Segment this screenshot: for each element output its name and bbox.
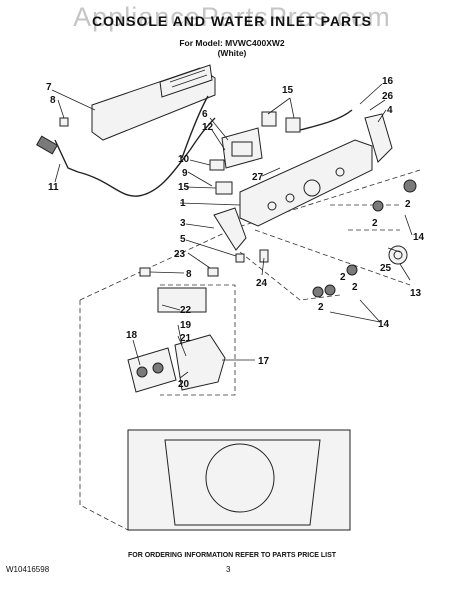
control-board: [221, 127, 263, 169]
washer-top: [127, 429, 351, 531]
callout-16: 16: [382, 76, 394, 87]
callout-17: 17: [258, 356, 270, 367]
callout-27: 27: [252, 172, 264, 183]
color-line: (White): [217, 48, 247, 58]
callout-15: 15: [282, 85, 294, 96]
callout-14: 14: [413, 232, 425, 243]
page-title: CONSOLE AND WATER INLET PARTS: [92, 13, 372, 29]
callout-14: 14: [378, 319, 390, 330]
callout-2: 2: [372, 218, 378, 229]
console-end-cap: [213, 207, 247, 251]
knobs: [312, 179, 417, 298]
callout-3: 3: [180, 218, 186, 229]
callout-25: 25: [380, 263, 392, 274]
watermark-text: AppliancePartsPros.com: [73, 2, 391, 32]
leader-lines: [51, 83, 413, 379]
page-number: 3: [226, 565, 231, 574]
callout-6: 6: [202, 109, 208, 120]
callout-19: 19: [180, 320, 192, 331]
callout-26: 26: [382, 91, 394, 102]
callout-2: 2: [352, 282, 358, 293]
callout-7: 7: [46, 82, 52, 93]
timer-knob: [388, 245, 408, 265]
callout-21: 21: [180, 333, 192, 344]
callout-11: 11: [48, 182, 59, 193]
callout-18: 18: [126, 330, 138, 341]
callout-20: 20: [178, 379, 190, 390]
callout-1: 1: [180, 198, 186, 209]
console-panel: [239, 139, 373, 227]
callout-10: 10: [178, 154, 190, 165]
callout-5: 5: [180, 234, 186, 245]
callout-12: 12: [202, 122, 214, 133]
callout-22: 22: [180, 305, 192, 316]
callout-2: 2: [318, 302, 324, 313]
callout-13: 13: [410, 288, 422, 299]
callout-24: 24: [256, 278, 268, 289]
document-number: W10416598: [6, 565, 50, 574]
water-inlet-valve: [127, 287, 226, 393]
console-back-panel: [91, 64, 216, 141]
callout-9: 9: [182, 168, 188, 179]
callout-8: 8: [186, 269, 192, 280]
callout-8: 8: [50, 95, 56, 106]
callout-15: 15: [178, 182, 190, 193]
switch-upper: [261, 111, 301, 133]
callout-23: 23: [174, 249, 186, 260]
callout-2: 2: [405, 199, 411, 210]
power-cord: [36, 95, 216, 197]
callout-2: 2: [340, 272, 346, 283]
model-line: For Model: MVWC400XW2: [179, 38, 285, 48]
callout-labels: 7 8 11 6 12 10 9 15 15 1 3 5 23 8 24 16 …: [46, 76, 425, 390]
harness-wire: [299, 109, 353, 131]
right-end-cap: [364, 113, 393, 163]
callout-4: 4: [387, 105, 393, 116]
ordering-note: FOR ORDERING INFORMATION REFER TO PARTS …: [127, 552, 337, 559]
